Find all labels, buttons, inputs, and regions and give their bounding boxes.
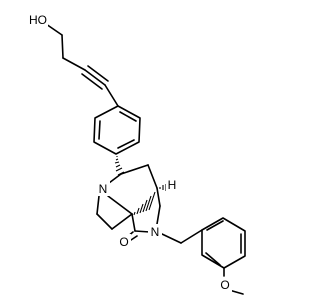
methoxy-oxygen-label: O bbox=[220, 278, 229, 292]
bond-ch-ch2c bbox=[156, 187, 161, 207]
carbonyl-double-2 bbox=[130, 235, 138, 241]
bond-c1-c2 bbox=[61, 34, 64, 59]
methoxy-benzene-outline bbox=[201, 217, 246, 269]
stereo-hydrogen-label: H bbox=[168, 178, 177, 192]
bond-o-c1 bbox=[45, 23, 63, 36]
bond-ch-ch2 bbox=[120, 164, 149, 175]
benzene-double-1 bbox=[119, 111, 137, 122]
tricyclic-core bbox=[96, 164, 161, 241]
methoxy-benzene-double-3 bbox=[205, 252, 221, 266]
bond-n-quat bbox=[107, 195, 133, 215]
stereo-hash-aryl-ch bbox=[114, 156, 125, 176]
triple-bond-line-2 bbox=[87, 65, 109, 82]
bond-co-quat bbox=[131, 213, 136, 232]
bond-ch2a-ch2b bbox=[96, 213, 113, 230]
stereo-hash-h bbox=[159, 184, 167, 191]
stereo-hash-quaternary bbox=[133, 191, 156, 216]
methoxy-benzene-double-1 bbox=[206, 220, 224, 231]
bond-amide-n-ch2 bbox=[161, 233, 182, 244]
bond-ch2-ring bbox=[180, 229, 203, 244]
carbonyl-oxygen-label: O bbox=[119, 235, 128, 249]
benzene-double-3 bbox=[98, 120, 101, 140]
atom-labels: HO N N O O H bbox=[28, 12, 232, 292]
bond-n-ch2a bbox=[96, 195, 100, 215]
hydroxybutynyl-chain bbox=[45, 23, 109, 90]
bond-ch2-ch bbox=[147, 164, 158, 189]
triple-bond-line-3 bbox=[81, 73, 103, 90]
methoxybenzyl-group bbox=[161, 217, 246, 295]
bond-c2-c3 bbox=[62, 57, 86, 71]
bridgehead-nitrogen-label: N bbox=[99, 182, 108, 196]
bond-amide-n-co bbox=[134, 230, 151, 233]
bond-ch2c-amide-n bbox=[156, 205, 161, 225]
benzene-double-2 bbox=[117, 139, 135, 149]
hydroxyl-label: HO bbox=[29, 13, 47, 27]
triple-bond-line-1 bbox=[84, 69, 106, 86]
benzene-ring-para bbox=[93, 84, 141, 155]
molecule-structure: HO N N O O H bbox=[28, 12, 246, 295]
bond-alkyne-ring bbox=[104, 84, 119, 107]
amide-nitrogen-label: N bbox=[151, 225, 160, 239]
bond-ch2b-quat bbox=[111, 213, 133, 230]
benzene-ring-outline bbox=[93, 105, 141, 155]
